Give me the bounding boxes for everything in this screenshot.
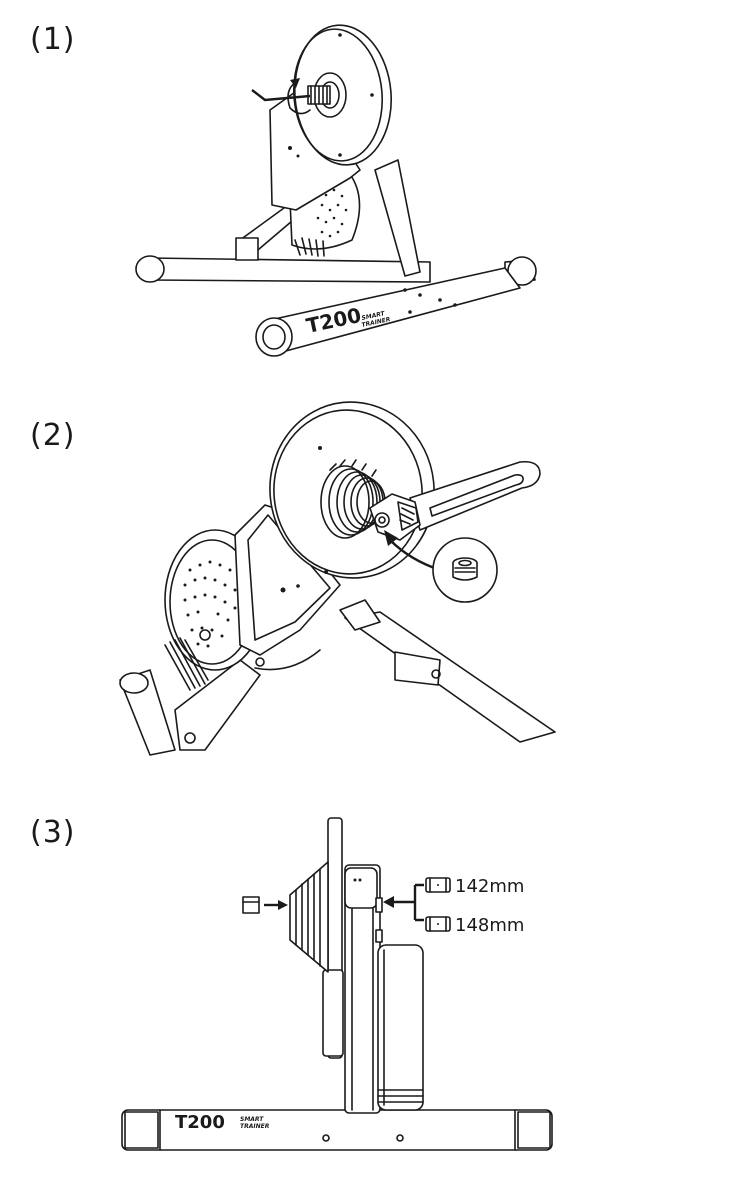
front-stabilizer-leg: T200 SMART TRAINER xyxy=(255,267,521,357)
frame-upright xyxy=(344,864,383,1114)
flywheel xyxy=(377,944,424,1111)
lockring-callout xyxy=(384,530,498,603)
step-3-label: (3) xyxy=(30,815,76,850)
step-3-illustration: T200 SMART TRAINER xyxy=(121,817,553,1151)
spacer-148mm: 148mm xyxy=(425,915,524,936)
rear-stabilizer-leg xyxy=(135,255,537,286)
step-2-label: (2) xyxy=(30,418,76,453)
freehub-body xyxy=(307,85,331,105)
lockring-arrow xyxy=(242,896,288,914)
step-2-illustration xyxy=(119,401,556,756)
product-logo: T200 xyxy=(175,1112,225,1133)
skewer-rotation-arrow xyxy=(251,78,311,115)
strut-clamp xyxy=(235,237,259,261)
product-logo-line1: SMART xyxy=(240,1116,264,1123)
spacer-142mm: 142mm xyxy=(425,876,524,897)
spacer-options-arrow xyxy=(383,883,424,922)
spacer-142mm-label: 142mm xyxy=(455,876,524,897)
legs xyxy=(119,599,556,756)
right-strut xyxy=(374,159,421,277)
product-logo-line2: TRAINER xyxy=(240,1123,270,1130)
base-leg: T200 SMART TRAINER xyxy=(121,1109,553,1151)
wrench xyxy=(369,460,541,541)
step-1-illustration: T200 SMART TRAINER xyxy=(135,24,537,357)
cassette xyxy=(289,861,329,973)
spacer-148mm-label: 148mm xyxy=(455,915,524,936)
main-body xyxy=(234,504,341,656)
product-logo-line1: SMART xyxy=(361,310,386,322)
step-1-label: (1) xyxy=(30,22,76,57)
